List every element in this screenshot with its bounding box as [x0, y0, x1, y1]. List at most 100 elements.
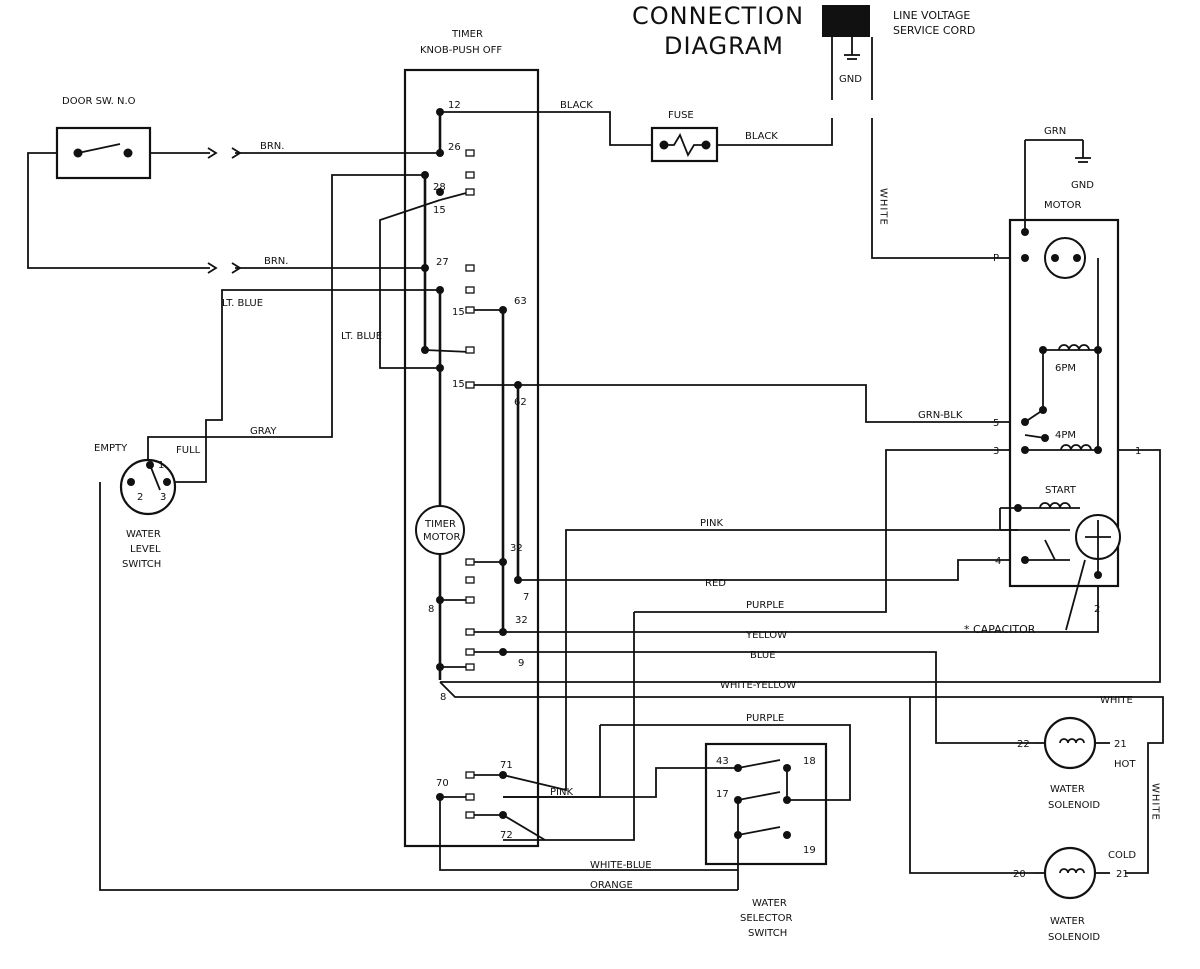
timer-terminal — [465, 596, 475, 604]
timer-terminal — [465, 811, 475, 819]
timer-terminal-label: 9 — [518, 658, 524, 669]
timer-terminal-label: 8 — [440, 692, 446, 703]
timer-terminal-label: 15 — [433, 205, 446, 216]
junction-dot — [1021, 228, 1029, 236]
wire-label-white-v1: WHITE — [878, 188, 889, 226]
title-line1: CONNECTION — [632, 2, 804, 30]
wire-label-grn-blk: GRN-BLK — [918, 410, 963, 421]
timer-box — [403, 68, 540, 848]
junction-dot — [1041, 434, 1049, 442]
timer-terminal — [465, 171, 475, 179]
cord-label-1: LINE VOLTAGE — [893, 9, 970, 22]
timer-label-1: TIMER — [451, 29, 483, 40]
timer-terminal — [465, 149, 475, 157]
wire-label-purple2: PURPLE — [746, 713, 784, 724]
timer-terminal-label: 27 — [436, 257, 449, 268]
motor-terminal-label: 3 — [993, 446, 999, 457]
junction-dot — [1014, 504, 1022, 512]
wss-label-2: SELECTOR — [740, 913, 793, 924]
timer-terminal-label: 15 — [452, 379, 465, 390]
motor-terminal-label: 4 — [995, 556, 1001, 567]
timer-terminal-label: 32 — [515, 615, 528, 626]
wls-term-1: 1 — [158, 460, 164, 471]
title-line2: DIAGRAM — [664, 32, 784, 60]
fuse-element-icon — [664, 132, 706, 158]
motor-6pm-label: 6PM — [1055, 363, 1076, 374]
hot-solenoid-t-right: 21 — [1114, 739, 1127, 750]
wire-label-gray: GRAY — [250, 426, 277, 437]
timer-terminal — [465, 648, 475, 656]
junction-dot — [1094, 446, 1102, 454]
timer-terminal — [465, 264, 475, 272]
timer-terminal-label: 63 — [514, 296, 527, 307]
timer-terminal — [465, 188, 475, 196]
hot-solenoid-hot-label: HOT — [1114, 759, 1136, 770]
motor-4pm-label: 4PM — [1055, 430, 1076, 441]
wire-label-pink1: PINK — [700, 518, 723, 529]
timer-terminal-label: 15 — [452, 307, 465, 318]
wire-label-lt-blue1: LT. BLUE — [222, 298, 263, 309]
wss-term-43: 43 — [716, 756, 729, 767]
wls-term-2: 2 — [137, 492, 143, 503]
timer-terminal-label: 28 — [433, 182, 446, 193]
wss-term-19: 19 — [803, 845, 816, 856]
door-switch: DOOR SW. N.O — [55, 96, 152, 180]
cold-solenoid-t-right: 21 — [1116, 869, 1129, 880]
timer-terminal-label: 26 — [448, 142, 461, 153]
hot-solenoid: 22 21 HOT WATER SOLENOID — [1017, 716, 1136, 811]
cold-solenoid: 20 21 COLD WATER SOLENOID — [1013, 846, 1136, 943]
wire-label-white-v2: WHITE — [1150, 783, 1161, 821]
junction-dot — [1021, 446, 1029, 454]
motor-gnd-label: GND — [1071, 180, 1094, 191]
wire-label-black2: BLACK — [745, 131, 778, 142]
wire-label-brn2: BRN. — [264, 256, 288, 267]
junction-dot — [1021, 254, 1029, 262]
water-level-switch: 1 2 3 EMPTY FULL WATER LEVEL SWITCH — [94, 443, 201, 570]
motor-start-label: START — [1045, 485, 1077, 496]
timer-terminal — [465, 793, 475, 801]
wire-label-yellow: YELLOW — [745, 630, 787, 641]
hot-solenoid-t-left: 22 — [1017, 739, 1030, 750]
timer-terminal — [465, 576, 475, 584]
hot-solenoid-label-1: WATER — [1050, 784, 1085, 795]
capacitor-label: * CAPACITOR — [964, 623, 1036, 636]
door-switch-contact-icon — [77, 143, 121, 154]
timer-terminal — [465, 381, 475, 389]
wss-term-18: 18 — [803, 756, 816, 767]
timer-motor-icon — [415, 505, 465, 555]
timer: TIMER KNOB-PUSH OFF TIMER MOTOR 12 26 28 15… — [403, 29, 540, 848]
door-switch-label: DOOR SW. N.O — [62, 96, 136, 107]
timer-terminal — [465, 286, 475, 294]
junction-dot — [421, 346, 429, 354]
wls-term-3: 3 — [160, 492, 166, 503]
junction-dot — [436, 596, 444, 604]
motor-start-coil-icon — [1039, 502, 1071, 509]
wire-label-blue: BLUE — [750, 650, 776, 661]
timer-terminal-label: 7 — [523, 592, 529, 603]
timer-terminal — [465, 771, 475, 779]
junction-dot — [436, 188, 444, 196]
motor-terminal-label: 1 — [1135, 446, 1141, 457]
cold-solenoid-label-1: WATER — [1050, 916, 1085, 927]
timer-terminal-label: 12 — [448, 100, 461, 111]
timer-label-2: KNOB-PUSH OFF — [420, 45, 502, 56]
timer-motor-label-2: MOTOR — [423, 532, 460, 543]
timer-terminal-label: 71 — [500, 760, 513, 771]
wire-label-white-yellow: WHITE-YELLOW — [720, 680, 796, 691]
wss-label-3: SWITCH — [748, 928, 787, 939]
wls-empty-label: EMPTY — [94, 443, 128, 454]
wire-label-black1: BLACK — [560, 100, 593, 111]
wls-full-label: FULL — [176, 445, 201, 456]
wire-label-white-h: WHITE — [1100, 695, 1133, 706]
timer-motor-label-1: TIMER — [424, 519, 456, 530]
cord-plug-icon — [822, 5, 870, 37]
wls-label-3: SWITCH — [122, 559, 161, 570]
motor-4pm-coil-icon — [1060, 444, 1092, 451]
junction-dot — [1021, 418, 1029, 426]
timer-terminal-label: 32 — [510, 543, 523, 554]
wire-label-brn1: BRN. — [260, 141, 284, 152]
timer-terminal — [465, 558, 475, 566]
hot-solenoid-label-2: SOLENOID — [1048, 800, 1100, 811]
timer-terminal — [465, 628, 475, 636]
motor-grn-label: GRN — [1044, 126, 1066, 137]
